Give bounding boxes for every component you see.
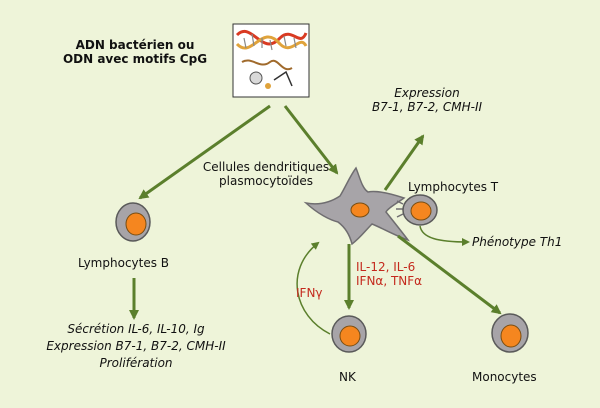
lymphocyte-b-cell bbox=[115, 202, 151, 242]
cytokines-label: IL-12, IL-6 IFNα, TNFα bbox=[356, 260, 422, 289]
lymphocyte-t-cell bbox=[396, 194, 438, 226]
arrow-ifn-gamma-feedback bbox=[296, 241, 331, 335]
b-effects-line1: Sécrétion IL-6, IL-10, Ig bbox=[67, 322, 205, 336]
phenotype-label: Phénotype Th1 bbox=[472, 235, 563, 249]
monocytes-label: Monocytes bbox=[472, 370, 537, 384]
nk-label: NK bbox=[339, 370, 356, 384]
expression-label-line1: Expression bbox=[394, 86, 460, 100]
dendritic-label-line2: plasmocytoïdes bbox=[219, 174, 313, 189]
arrow-to-lymphocytes-b bbox=[138, 104, 271, 200]
dendritic-label-line1: Cellules dendritiques bbox=[202, 160, 330, 174]
b-effects-line2: Expression B7-1, B7-2, CMH-II bbox=[46, 338, 226, 353]
b-effects-line3: Prolifération bbox=[99, 355, 173, 370]
lymphocytes-b-label: Lymphocytes B bbox=[78, 256, 170, 270]
source-label-line1: ADN bactérien ou bbox=[75, 38, 195, 52]
source-label-line2: ODN avec motifs CpG bbox=[62, 52, 208, 67]
monocyte-cell bbox=[491, 313, 529, 353]
expression-label-line2: B7-1, B7-2, CMH-II bbox=[371, 100, 483, 115]
arrow-to-dendritic-cell bbox=[283, 105, 339, 175]
cytokines-line1: IL-12, IL-6 bbox=[356, 260, 416, 274]
source-label: ADN bactérien ou ODN avec motifs CpG bbox=[40, 38, 230, 67]
nk-cell bbox=[331, 315, 367, 353]
ifn-gamma-label: IFNγ bbox=[296, 286, 323, 300]
arrow-to-monocytes bbox=[397, 234, 502, 315]
lymphocytes-t-label: Lymphocytes T bbox=[408, 180, 499, 194]
dendritic-label: Cellules dendritiques plasmocytoïdes bbox=[196, 160, 336, 189]
dna-double-helix-icon bbox=[235, 29, 308, 89]
expression-label: Expression B7-1, B7-2, CMH-II bbox=[352, 86, 502, 115]
b-effects-label: Sécrétion IL-6, IL-10, Ig Expression B7-… bbox=[24, 321, 248, 371]
arrow-to-phenotype bbox=[419, 225, 470, 246]
cytokines-line2: IFNα, TNFα bbox=[356, 274, 423, 289]
dendritic-cell bbox=[303, 166, 411, 246]
arrow-to-expression bbox=[383, 134, 425, 191]
